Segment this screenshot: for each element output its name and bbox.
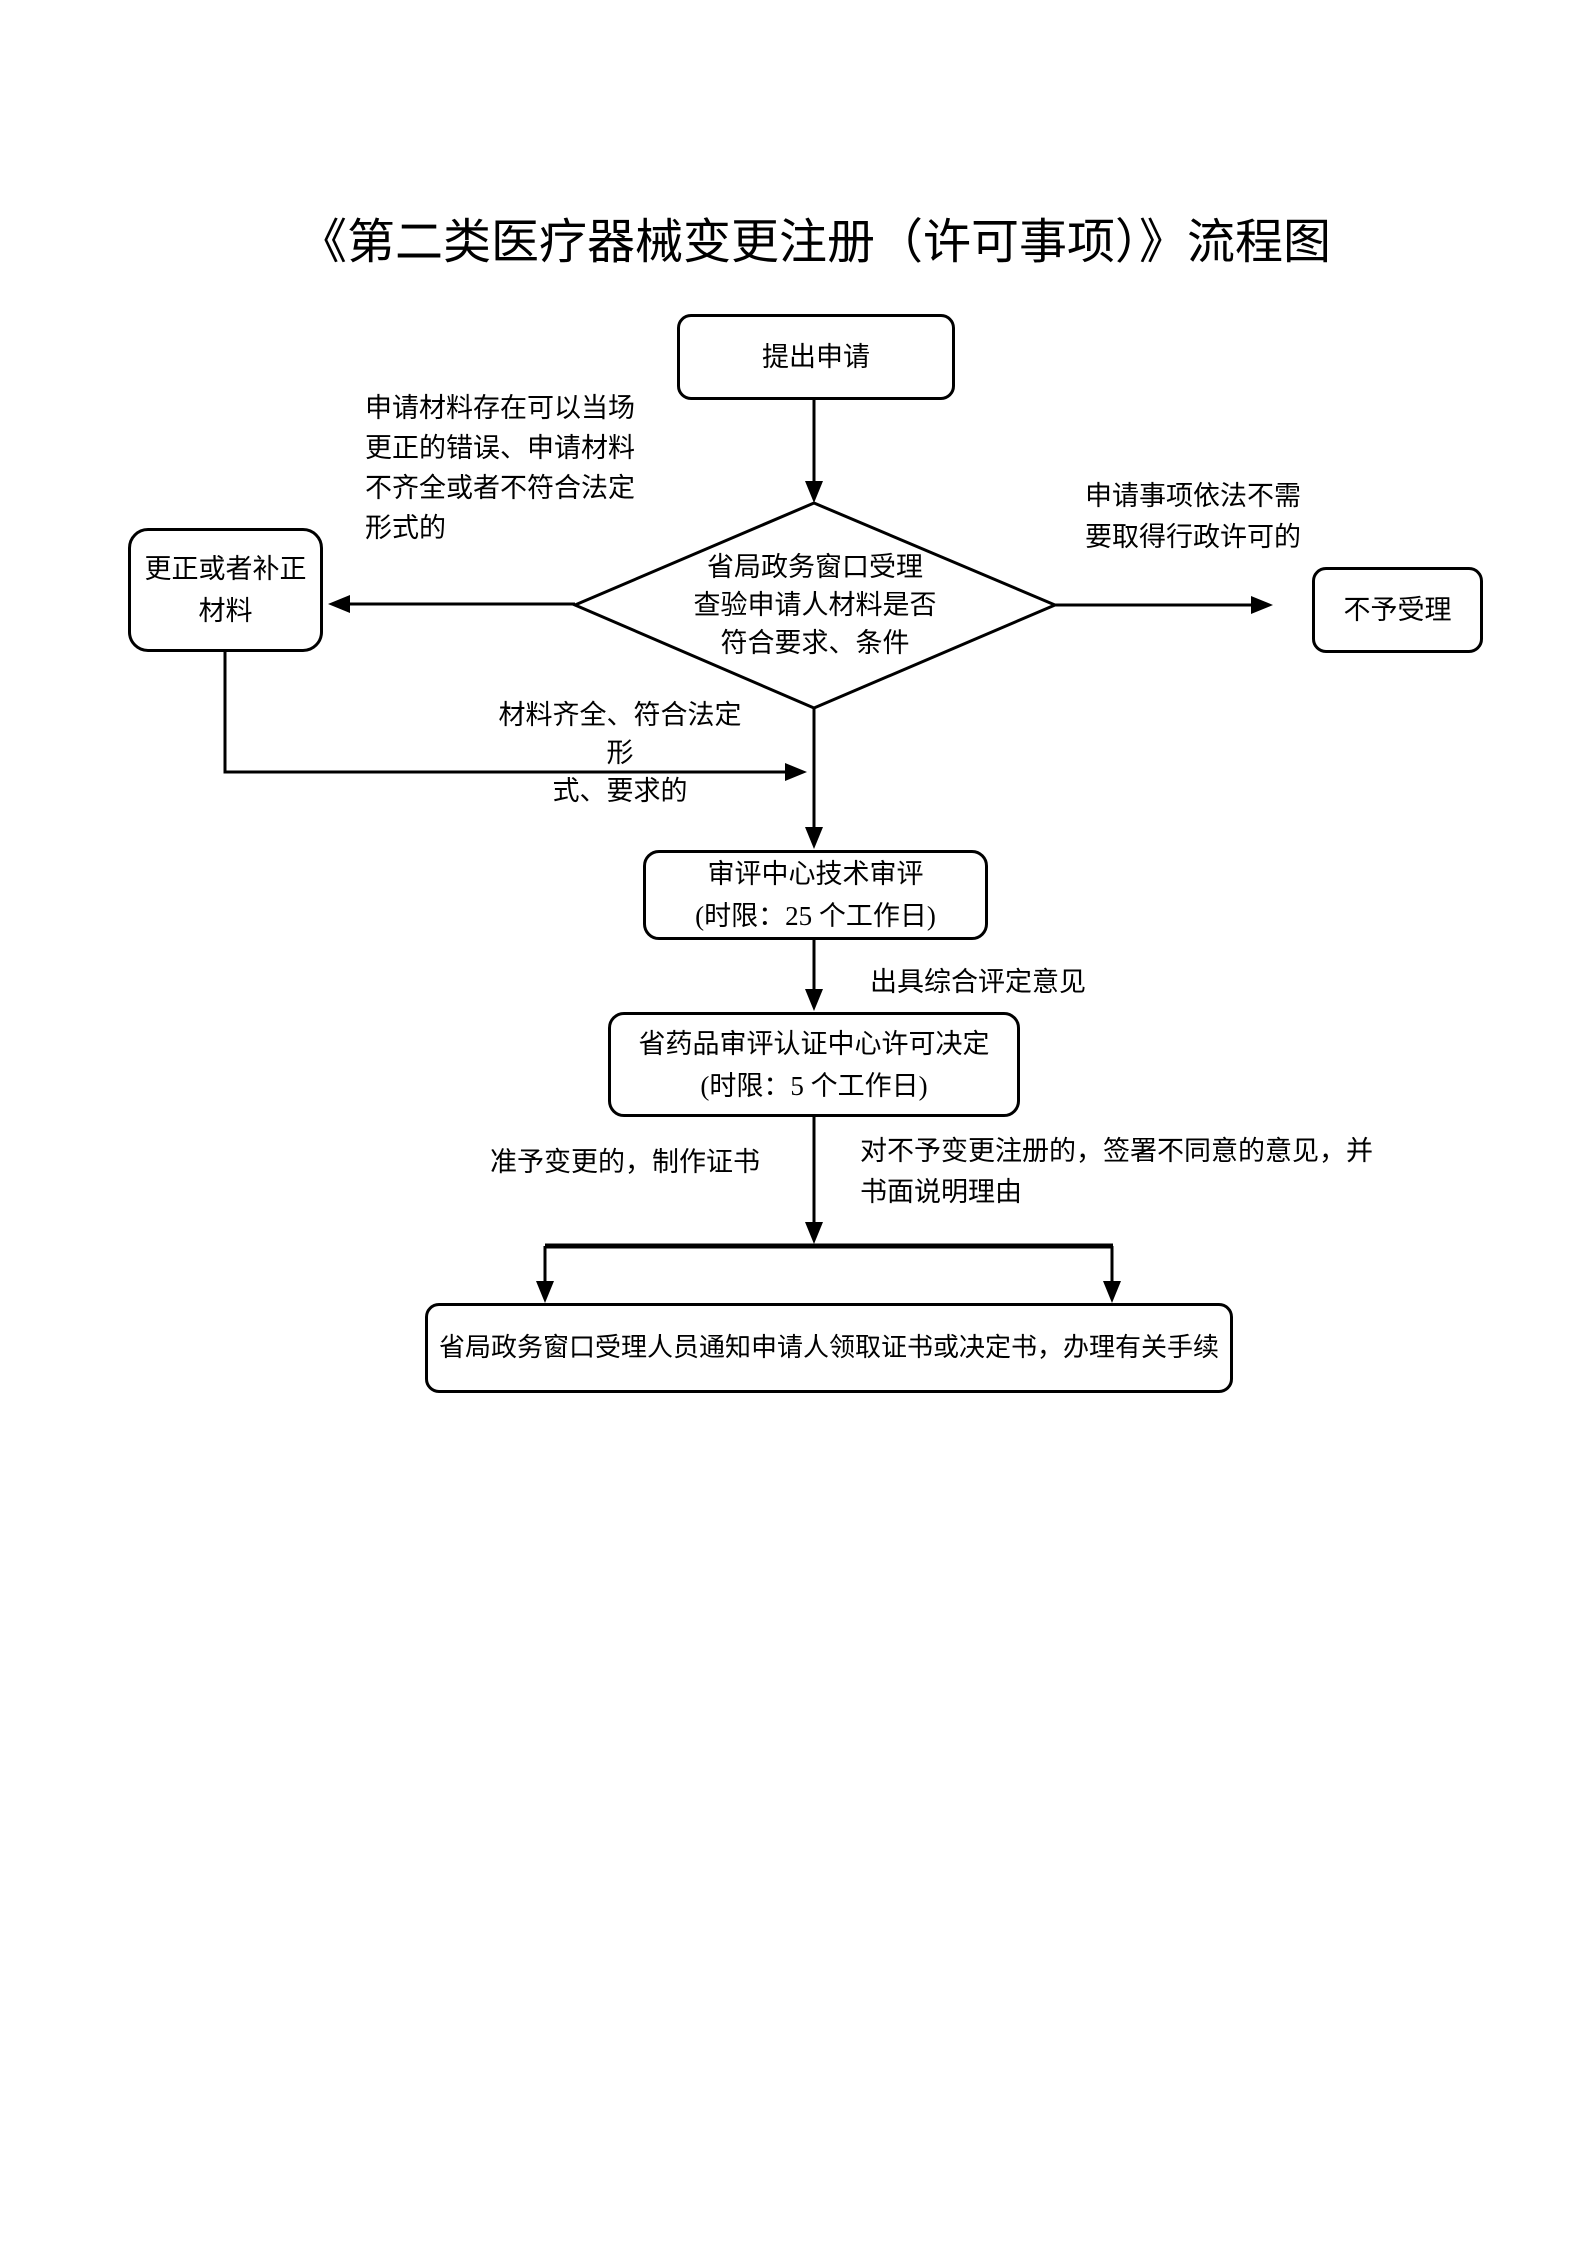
reject-node: 不予受理 [1312,567,1483,653]
arrowhead-decision-correct [328,595,350,613]
arrowhead-fork-right [1103,1281,1121,1303]
notify-applicant-node: 省局政务窗口受理人员通知申请人领取证书或决定书，办理有关手续 [425,1303,1233,1393]
connector-correct-return [223,650,785,774]
review-output-annotation: 出具综合评定意见 [870,967,1086,997]
arrowhead-fork-left [536,1281,554,1303]
correct-material-node: 更正或者补正 材料 [128,528,323,652]
license-decision-node: 省药品审评认证中心许可决定 (时限：5 个工作日) [608,1012,1020,1117]
left-condition-annotation: 申请材料存在可以当场 更正的错误、申请材料 不齐全或者不符合法定 形式的 [365,393,635,543]
arrowhead-decision-reject [1251,596,1273,614]
arrowhead-decide-fork [805,1222,823,1244]
page-title: 《第二类医疗器械变更注册（许可事项）》流程图 [298,216,1332,269]
arrowhead-decision-review [805,827,823,849]
decision-node-label: 省局政务窗口受理 查验申请人材料是否 符合要求、条件 [693,552,937,658]
start-node: 提出申请 [677,314,955,400]
approve-branch-annotation: 准予变更的，制作证书 [490,1147,760,1177]
technical-review-node: 审评中心技术审评 (时限：25 个工作日) [643,850,988,940]
arrowhead-correct-return [785,763,807,781]
arrowhead-review-decide [805,989,823,1011]
deny-branch-annotation: 对不予变更注册的，签署不同意的意见，并 书面说明理由 [860,1136,1373,1207]
right-condition-annotation: 申请事项依法不需 要取得行政许可的 [1085,481,1301,552]
pass-condition-annotation: 材料齐全、符合法定形 式、要求的 [498,700,742,806]
arrowhead-start-decision [805,481,823,503]
